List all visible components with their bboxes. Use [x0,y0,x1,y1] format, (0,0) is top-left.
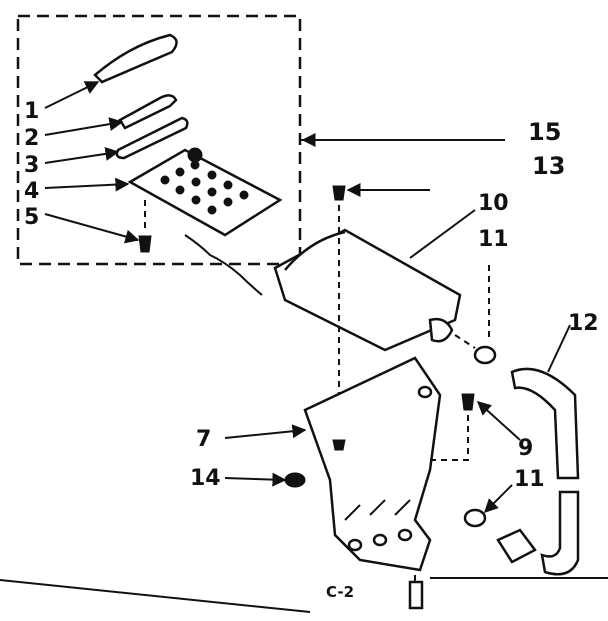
callout-13: 13 [532,152,565,180]
bracket-screw [332,439,346,451]
callout-5: 5 [24,205,39,230]
wire-spring [184,234,263,296]
part-11-washer-upper [473,265,497,365]
part-10-dispenser-housing [273,228,462,352]
leader-2 [44,117,124,136]
callout-2: 2 [24,126,39,151]
caption: C-2 [326,583,354,601]
leader-4 [44,177,130,192]
part-9-screw [430,393,475,461]
callout-14: 14 [190,466,221,491]
callout-12: 12 [568,311,599,336]
part-14-grommet [284,472,306,488]
callout-3: 3 [24,153,39,178]
part-12-hose [510,367,580,576]
part-7-bracket [303,356,442,610]
part-4-filter-plate [127,147,283,237]
callout-1: 1 [24,99,39,124]
connector-tube [496,528,537,564]
part-11-washer-lower [463,508,487,528]
callout-11-upper: 11 [478,227,509,252]
callout-4: 4 [24,179,39,204]
leader-10 [409,209,476,259]
callout-15: 15 [528,118,561,146]
part-1-hose-piece [93,33,178,84]
leader-1 [44,81,100,109]
base-line [0,579,311,613]
part-5-screw [138,200,152,253]
leader-12 [547,324,571,373]
leader-9 [476,401,521,441]
callout-7: 7 [196,427,211,452]
washer-hidden-line [454,334,476,349]
leader-11b [484,484,513,513]
callout-9: 9 [518,436,533,461]
leader-7 [224,424,307,439]
leader-5 [44,213,140,244]
part-2-clip [118,94,178,130]
callout-11-lower: 11 [514,467,545,492]
leader-14 [224,472,287,487]
leader-3 [44,146,120,164]
callout-10: 10 [478,191,509,216]
housing-screw [332,185,346,440]
filter-holes [160,147,249,215]
